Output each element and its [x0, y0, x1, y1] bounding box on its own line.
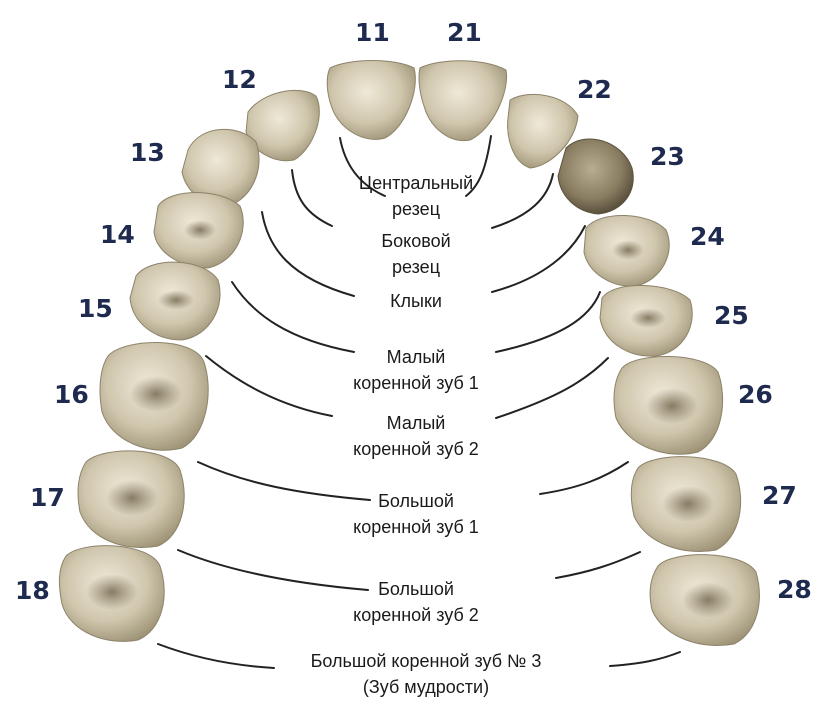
line-lateral-incisor-right	[492, 174, 553, 228]
label-premolar-2-line2: коренной зуб 2	[316, 436, 516, 462]
label-molar-1-line1: Большой	[316, 488, 516, 514]
label-central-incisor-line2: резец	[336, 196, 496, 222]
label-central-incisor: Центральный резец	[336, 170, 496, 222]
tooth-number-15: 15	[78, 296, 113, 321]
label-premolar-2: Малый коренной зуб 2	[316, 410, 516, 462]
label-premolar-1-line1: Малый	[316, 344, 516, 370]
label-molar-2: Большой коренной зуб 2	[316, 576, 516, 628]
label-lateral-incisor-line1: Боковой	[346, 228, 486, 254]
tooth-number-13: 13	[130, 140, 165, 165]
label-lateral-incisor: Боковой резец	[346, 228, 486, 280]
label-lateral-incisor-line2: резец	[346, 254, 486, 280]
line-lateral-incisor-left	[292, 170, 332, 226]
line-premolar2-left	[206, 356, 332, 416]
line-molar1-right	[540, 462, 628, 494]
label-molar-2-line1: Большой	[316, 576, 516, 602]
line-molar3-right	[610, 652, 680, 666]
label-molar-1: Большой коренной зуб 1	[316, 488, 516, 540]
label-molar-3: Большой коренной зуб № 3 (Зуб мудрости)	[256, 648, 596, 700]
label-molar-2-line2: коренной зуб 2	[316, 602, 516, 628]
tooth-number-21: 21	[447, 20, 482, 45]
line-canines-left	[262, 212, 354, 296]
tooth-number-23: 23	[650, 144, 685, 169]
tooth-11	[327, 61, 415, 140]
line-canines-right	[492, 226, 585, 292]
tooth-number-12: 12	[222, 67, 257, 92]
label-canines: Клыки	[356, 288, 476, 314]
tooth-number-22: 22	[577, 77, 612, 102]
label-premolar-1: Малый коренной зуб 1	[316, 344, 516, 396]
tooth-number-18: 18	[15, 578, 50, 603]
tooth-number-27: 27	[762, 483, 797, 508]
tooth-number-24: 24	[690, 224, 725, 249]
label-molar-3-line1: Большой коренной зуб № 3	[256, 648, 596, 674]
tooth-number-25: 25	[714, 303, 749, 328]
label-molar-1-line2: коренной зуб 1	[316, 514, 516, 540]
label-molar-3-line2: (Зуб мудрости)	[256, 674, 596, 700]
tooth-number-26: 26	[738, 382, 773, 407]
line-premolar1-right	[496, 292, 600, 352]
tooth-number-17: 17	[30, 485, 65, 510]
line-premolar1-left	[232, 282, 354, 352]
tooth-number-28: 28	[777, 577, 812, 602]
tooth-number-14: 14	[100, 222, 135, 247]
tooth-number-16: 16	[54, 382, 89, 407]
label-canines-line1: Клыки	[356, 288, 476, 314]
tooth-number-11: 11	[355, 20, 390, 45]
label-central-incisor-line1: Центральный	[336, 170, 496, 196]
tooth-21	[419, 61, 507, 141]
label-premolar-2-line1: Малый	[316, 410, 516, 436]
line-molar2-right	[556, 552, 640, 578]
label-premolar-1-line2: коренной зуб 1	[316, 370, 516, 396]
tooth-23	[558, 139, 633, 214]
